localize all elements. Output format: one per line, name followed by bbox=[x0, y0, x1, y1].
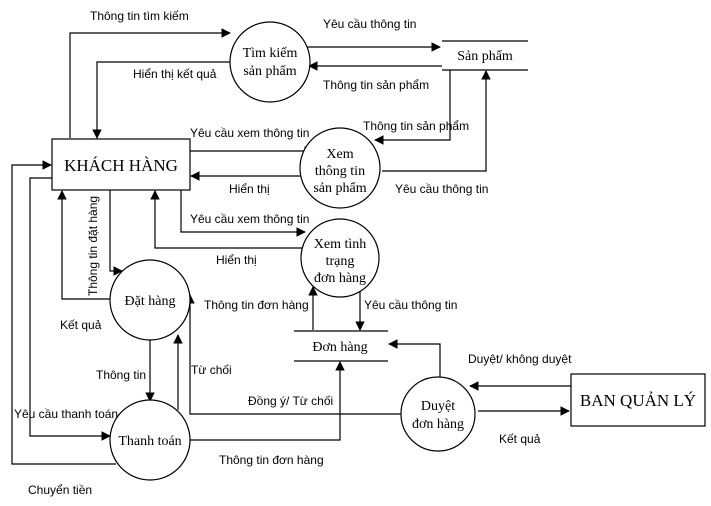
store-orders: Đơn hàng bbox=[294, 330, 388, 362]
process-order-status: Xem tình trạng đơn hàng bbox=[300, 218, 380, 298]
flow-show-2 bbox=[150, 190, 307, 249]
flow-request-payment bbox=[29, 177, 111, 441]
label-agree-reject: Đồng ý/ Từ chối bbox=[248, 394, 333, 408]
flow-order-info-bottom bbox=[190, 361, 345, 441]
label-request-info-top: Yêu cầu thông tin bbox=[323, 17, 416, 31]
label-approve-result: Duyệt/ không duyệt bbox=[468, 352, 572, 366]
label-request-info-orders: Yêu cầu thông tin bbox=[364, 298, 457, 312]
process-view-product-line3: sản phẩm bbox=[313, 181, 366, 196]
process-approve: Duyệt đơn hàng bbox=[400, 376, 476, 452]
label-show-result: Hiển thị kết quả bbox=[133, 67, 217, 81]
flow-transfer bbox=[11, 160, 116, 465]
label-show-1: Hiển thị bbox=[229, 182, 270, 196]
process-view-product: Xem thông tin sản phẩm bbox=[299, 127, 381, 209]
process-payment: Thanh toán bbox=[109, 399, 191, 481]
entity-customer: KHÁCH HÀNG bbox=[51, 138, 191, 191]
label-order-info-status: Thông tin đơn hàng bbox=[204, 298, 309, 312]
label-reject: Từ chối bbox=[191, 363, 232, 377]
label-product-info-top: Thông tin sản phẩm bbox=[323, 78, 429, 92]
process-search: Tìm kiếm sản phẩm bbox=[229, 21, 311, 103]
entity-admin-label: BAN QUẢN LÝ bbox=[580, 391, 696, 410]
store-products: Sản phẩm bbox=[442, 40, 528, 71]
label-search-info: Thông tin tìm kiếm bbox=[90, 9, 189, 23]
flow-product-info-mid bbox=[374, 70, 451, 145]
process-view-product-line2: thông tin bbox=[315, 164, 365, 179]
label-show-2: Hiển thị bbox=[216, 253, 257, 267]
label-order-details-info: Thông tin đặt hàng bbox=[86, 196, 100, 296]
process-place-order: Đặt hàng bbox=[109, 259, 191, 341]
flow-request-view-info-2 bbox=[180, 190, 306, 237]
entity-customer-label: KHÁCH HÀNG bbox=[64, 156, 178, 175]
process-place-order-label: Đặt hàng bbox=[125, 294, 176, 309]
process-approve-line1: Duyệt bbox=[421, 399, 455, 414]
process-order-status-line3: đơn hàng bbox=[314, 271, 366, 286]
process-search-line1: Tìm kiếm bbox=[243, 46, 298, 61]
label-order-info-bottom: Thông tin đơn hàng bbox=[219, 453, 324, 467]
process-approve-line2: đơn hàng bbox=[412, 417, 464, 432]
flow-customer-to-order bbox=[109, 190, 123, 276]
label-result-admin: Kết quả bbox=[499, 432, 541, 446]
flow-agree-reject bbox=[185, 294, 403, 415]
label-transfer: Chuyển tiền bbox=[28, 483, 92, 497]
flow-result-order bbox=[57, 190, 113, 300]
process-search-line2: sản phẩm bbox=[243, 64, 296, 79]
label-request-view-info-1: Yêu cầu xem thông tin bbox=[190, 126, 309, 140]
flow-request-info-mid bbox=[382, 70, 491, 172]
flow-approve-to-orders bbox=[388, 339, 441, 378]
label-request-view-info-2: Yêu cầu xem thông tin bbox=[190, 212, 309, 226]
label-product-info-mid: Thông tin sản phẩm bbox=[363, 119, 469, 133]
process-payment-label: Thanh toán bbox=[118, 434, 181, 449]
entity-admin: BAN QUẢN LÝ bbox=[570, 373, 706, 427]
flow-show-result bbox=[92, 61, 234, 139]
flow-search-info bbox=[69, 28, 231, 138]
process-view-product-line1: Xem bbox=[326, 147, 353, 162]
store-orders-label: Đơn hàng bbox=[312, 340, 367, 355]
label-info: Thông tin bbox=[96, 368, 146, 382]
store-products-label: Sản phẩm bbox=[457, 49, 513, 64]
label-request-payment: Yêu cầu thanh toán bbox=[14, 407, 118, 421]
label-result-order: Kết quả bbox=[60, 318, 102, 332]
process-order-status-line2: trạng bbox=[326, 254, 355, 269]
label-request-info-mid: Yêu cầu thông tin bbox=[395, 182, 488, 196]
process-order-status-line1: Xem tình bbox=[314, 237, 367, 252]
